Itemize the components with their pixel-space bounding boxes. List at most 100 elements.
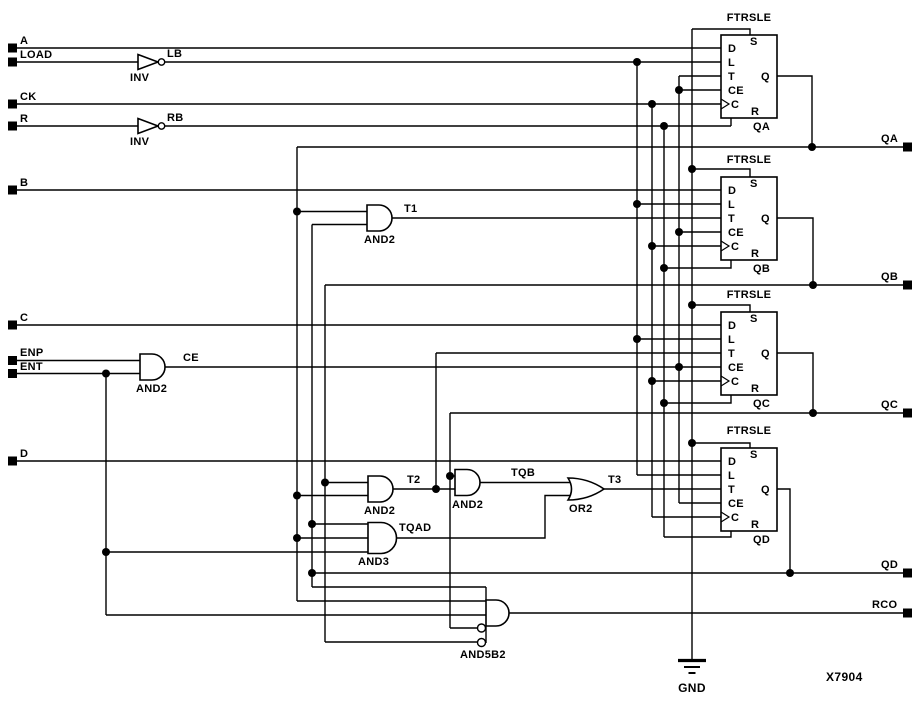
- gate-label-and2-ce: AND2: [136, 383, 167, 395]
- pin-label-l: L: [728, 199, 735, 211]
- junction-dot: [675, 228, 683, 236]
- flipflop-qa: FTRSLE D L T CE C S Q R QA: [720, 12, 778, 133]
- net-label-t2: T2: [407, 474, 420, 486]
- part-reference: X7904: [826, 670, 863, 684]
- pin-label-s: S: [750, 313, 758, 325]
- junction-dot: [293, 534, 301, 542]
- ff-type-label: FTRSLE: [727, 154, 772, 166]
- ground-bar: [684, 666, 700, 674]
- input-pad-load: [8, 57, 17, 67]
- input-pad-a: [8, 43, 17, 53]
- inverter-load: [137, 53, 161, 71]
- input-pad-r: [8, 121, 17, 131]
- output-label-qb: QB: [881, 271, 898, 283]
- pin-label-t: T: [728, 71, 735, 83]
- output-pad-qa: [903, 142, 912, 152]
- pin-label-q: Q: [761, 213, 770, 225]
- net-label-lb: LB: [167, 48, 182, 60]
- output-pad-qb: [903, 280, 912, 290]
- junction-dot: [809, 409, 817, 417]
- gate-label-and3: AND3: [358, 556, 389, 568]
- gate-label-inv-load: INV: [130, 72, 150, 84]
- junction-dot: [688, 439, 696, 447]
- junction-dot: [660, 122, 668, 130]
- input-label-ck: CK: [20, 91, 37, 103]
- input-label-ent: ENT: [20, 361, 43, 373]
- ff-instance-label: QA: [753, 121, 770, 133]
- gate-label-and2-t2: AND2: [364, 505, 395, 517]
- pin-label-ce: CE: [728, 227, 744, 239]
- inverter-bubble: [157, 122, 166, 130]
- junction-dot: [293, 491, 301, 500]
- ftrsle-box: [720, 311, 778, 396]
- ftrsle-box: [720, 34, 778, 119]
- and5b2-bubble: [476, 623, 487, 633]
- ftrsle-box: [720, 176, 778, 261]
- junction-dot: [633, 58, 641, 66]
- input-pad-ck: [8, 99, 17, 109]
- clock-wedge-icon: [720, 375, 731, 387]
- pin-label-s: S: [750, 36, 758, 48]
- and2-gate-t2: [367, 475, 394, 503]
- inverter-r: [137, 117, 161, 135]
- pin-label-r: R: [751, 383, 759, 395]
- input-pad-d: [8, 456, 17, 466]
- net-label-t1: T1: [404, 203, 417, 215]
- junction-dot: [446, 472, 454, 480]
- clock-wedge-icon: [720, 98, 731, 110]
- input-label-b: B: [20, 177, 28, 189]
- input-pad-ent: [8, 369, 17, 378]
- or2-gate-t3: [566, 477, 606, 501]
- junction-dot: [633, 200, 641, 208]
- junction-dot: [648, 242, 656, 250]
- pin-label-l: L: [728, 470, 735, 482]
- net-label-tqb: TQB: [511, 467, 535, 479]
- input-label-c: C: [20, 312, 28, 324]
- junction-dot: [660, 399, 668, 407]
- junction-dots: [102, 58, 817, 577]
- junction-dot: [321, 478, 329, 487]
- output-pad-rco: [903, 608, 912, 618]
- gate-label-inv-r: INV: [130, 136, 150, 148]
- junction-dot: [675, 86, 683, 94]
- input-pads: [8, 43, 17, 466]
- input-pad-b: [8, 185, 17, 195]
- pin-label-d: D: [728, 320, 736, 332]
- junction-dot: [308, 520, 316, 528]
- junction-dot: [308, 569, 316, 577]
- gate-label-and5b2: AND5B2: [460, 649, 506, 661]
- pin-label-r: R: [751, 248, 759, 260]
- junction-dot: [688, 301, 696, 309]
- and3-gate-tqad: [367, 521, 398, 555]
- junction-dot: [648, 377, 656, 385]
- flipflop-qc: FTRSLE D L T CE C S Q R QC: [720, 289, 778, 410]
- output-label-rco: RCO: [872, 599, 897, 611]
- junction-dot: [102, 548, 110, 556]
- gate-label-and2-t1: AND2: [364, 234, 395, 246]
- clock-wedge-icon: [720, 240, 731, 252]
- output-label-qa: QA: [881, 133, 898, 145]
- flipflop-qd: FTRSLE D L T CE C S Q R QD: [720, 425, 778, 546]
- junction-dot: [675, 363, 683, 371]
- junction-dot: [809, 281, 817, 289]
- flipflop-qb: FTRSLE D L T CE C S Q R QB: [720, 154, 778, 275]
- ff-instance-label: QB: [753, 263, 770, 275]
- pin-label-l: L: [728, 334, 735, 346]
- gate-label-or2: OR2: [569, 503, 593, 515]
- inverter-bubble: [157, 58, 166, 66]
- junction-dot: [660, 264, 668, 272]
- junction-dot: [648, 100, 656, 108]
- net-label-ce: CE: [183, 352, 199, 364]
- and5b2-bubble: [476, 637, 487, 648]
- ff-instance-label: QD: [753, 534, 770, 546]
- gate-label-and2-tqb: AND2: [452, 499, 483, 511]
- and5b2-gate: [485, 599, 510, 627]
- pin-label-q: Q: [761, 71, 770, 83]
- junction-dot: [432, 485, 440, 493]
- junction-dot: [786, 569, 794, 577]
- and2-gate-ce: [139, 353, 166, 381]
- net-label-tqad: TQAD: [399, 522, 431, 534]
- pin-label-q: Q: [761, 484, 770, 496]
